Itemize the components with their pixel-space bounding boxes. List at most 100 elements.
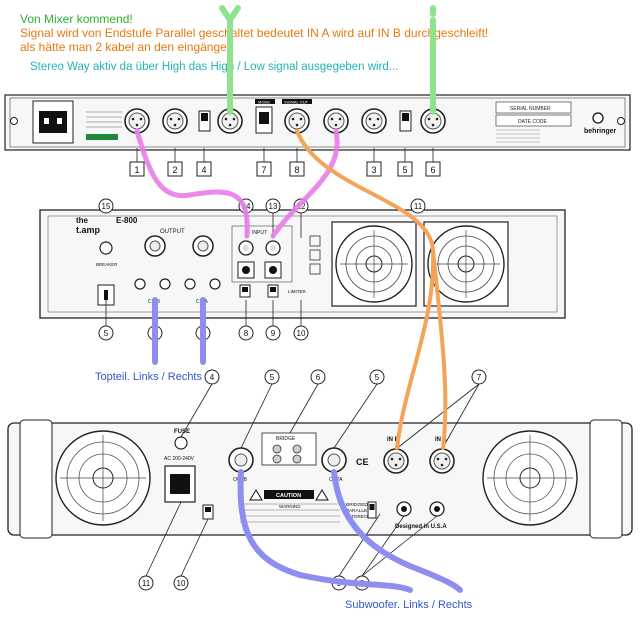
note-mixer: Von Mixer kommend! <box>20 12 133 26</box>
amp-bridge-binding-posts[interactable] <box>272 444 302 464</box>
amp-callout-number: 4 <box>210 373 215 382</box>
amp-callout-number: 5 <box>270 373 275 382</box>
tamp-switch-9[interactable] <box>267 284 279 298</box>
amp-callout-number: 5 <box>375 373 380 382</box>
crossover-callout-number: 1 <box>134 165 139 175</box>
amp-in-a-label: IN A <box>435 437 447 443</box>
crossover-callout-box <box>196 161 212 177</box>
amp-designed-label: Designed in U.S.A <box>395 524 447 530</box>
amp-speakon-out-b[interactable] <box>228 447 254 473</box>
tamp-callout-circle <box>410 198 426 214</box>
tamp-switch-8[interactable] <box>239 284 251 298</box>
date-code-label: DATE CODE <box>518 119 547 125</box>
crossover-callout-number: 4 <box>201 165 206 175</box>
amp-bridge-label: BRIDGE <box>276 436 296 442</box>
crossover-switch-4[interactable] <box>198 110 211 132</box>
tamp-e800-panel: the t.amp E-800 OUTPUT CH B CH A BREAKER… <box>30 188 640 328</box>
crossover-xlr-8[interactable] <box>284 108 310 134</box>
tamp-callout-circle <box>238 325 254 341</box>
crossover-xlr-input-r[interactable] <box>217 108 243 134</box>
tamp-callout-circle <box>265 325 281 341</box>
tamp-callout-number: 5 <box>104 329 109 338</box>
cable-blue-top <box>152 297 206 365</box>
tamp-callout-number: 15 <box>102 202 111 211</box>
amp-mode-switch[interactable] <box>367 501 377 519</box>
tamp-callout-number: 10 <box>297 329 306 338</box>
amp-callout-line <box>395 383 480 450</box>
amp-callout-line <box>240 383 273 449</box>
tamp-callout-circle <box>293 325 309 341</box>
tamp-binding-posts[interactable] <box>134 278 221 290</box>
tamp-speakon-ch-b[interactable] <box>144 235 166 257</box>
crossover-xlr-6[interactable] <box>420 108 446 134</box>
tamp-callout-number: 8 <box>244 329 249 338</box>
tamp-callout-number: 13 <box>269 202 278 211</box>
crossover-callout-number: 8 <box>294 165 299 175</box>
amp-xlr-in-b[interactable] <box>383 448 409 474</box>
tamp-input-label: INPUT <box>252 230 267 236</box>
amp-callout-line <box>333 383 378 449</box>
tamp-brand-the: the <box>76 216 89 225</box>
crossover-callout-number: 7 <box>261 165 266 175</box>
crossover-callout-box <box>289 161 305 177</box>
crossover-callout-number: 6 <box>430 165 435 175</box>
amp-callout-circle <box>173 575 189 591</box>
crossover-brand: behringer <box>584 128 617 135</box>
amp-fuse-label: FUSE <box>174 429 190 435</box>
crossover-info-label <box>86 111 122 140</box>
amp-mode-parallel: PARALLEL <box>346 508 370 514</box>
tamp-callout-circle <box>98 325 114 341</box>
serial-number-label: SERIAL NUMBER <box>510 106 551 112</box>
note-two-cables: als hätte man 2 kabel an den eingängen <box>20 40 234 54</box>
amp-callout-line <box>145 501 182 577</box>
label-topteil: Topteil. Links / Rechts <box>95 371 202 383</box>
tamp-breaker-label: BREAKER <box>96 262 118 267</box>
crossover-callout-number: 5 <box>402 165 407 175</box>
crossover-callout-box <box>397 161 413 177</box>
cable-magenta <box>134 128 340 239</box>
crossover-callouts: 1 2 4 7 8 3 5 6 <box>129 148 441 177</box>
amp-caution-text: CAUTION <box>276 493 301 499</box>
amp-speakon-out-a[interactable] <box>321 447 347 473</box>
crossover-xlr-1[interactable] <box>124 108 150 134</box>
amp-callout-circle <box>264 369 280 385</box>
amp-xlr-in-a[interactable] <box>429 448 455 474</box>
crossover-xlr-3[interactable] <box>361 108 387 134</box>
crossover-signal-out-label: SIGNAL OUT <box>284 100 309 105</box>
crossover-callout-box <box>167 161 183 177</box>
tamp-speakon-ch-a[interactable] <box>192 235 214 257</box>
amp-mode-stereo: STEREO <box>348 514 368 520</box>
amp-callout-circle <box>138 575 154 591</box>
power-amp-panel: FUSE AC 200-240V OUTB OUTA BRIDGE CAUTIO <box>7 419 633 539</box>
tamp-jack-input-b[interactable] <box>264 261 282 279</box>
amp-callout-circle <box>204 369 220 385</box>
cable-blue-sub <box>237 469 463 593</box>
amp-jack-in-b[interactable] <box>396 501 412 517</box>
label-subwoofer: Subwoofer. Links / Rechts <box>345 599 473 611</box>
amp-jack-in-a[interactable] <box>429 501 445 517</box>
crossover-xlr-out-high[interactable] <box>323 108 349 134</box>
amp-callout-line <box>361 515 405 577</box>
crossover-callout-number: 3 <box>371 165 376 175</box>
tamp-brand-name: t.amp <box>76 225 101 235</box>
tamp-xlr-input-13[interactable] <box>265 240 281 256</box>
tamp-model: E-800 <box>116 216 138 225</box>
amp-callout-line <box>441 383 480 450</box>
amp-fuse-holder[interactable] <box>174 436 188 450</box>
crossover-panel: MODE SIGNAL OUT SERIAL NUMBER DATE CODE … <box>4 94 631 151</box>
crossover-xlr-2[interactable] <box>162 108 188 134</box>
crossover-switch-5[interactable] <box>399 110 412 132</box>
crossover-callout-number: 2 <box>172 165 177 175</box>
crossover-callout-box <box>129 161 145 177</box>
behringer-logo-icon <box>592 112 604 124</box>
amp-callout-number: 11 <box>142 579 151 588</box>
crossover-mode-switch-7[interactable] <box>255 106 273 134</box>
amp-callout-line <box>289 383 319 434</box>
tamp-xlr-input-14[interactable] <box>238 240 254 256</box>
amp-ground-switch[interactable] <box>202 504 214 520</box>
amp-callout-number: 7 <box>477 373 482 382</box>
tamp-jack-input-a[interactable] <box>237 261 255 279</box>
iec-power-inlet <box>32 100 74 144</box>
amp-callout-line <box>361 515 438 577</box>
cable-green-right <box>219 5 241 115</box>
